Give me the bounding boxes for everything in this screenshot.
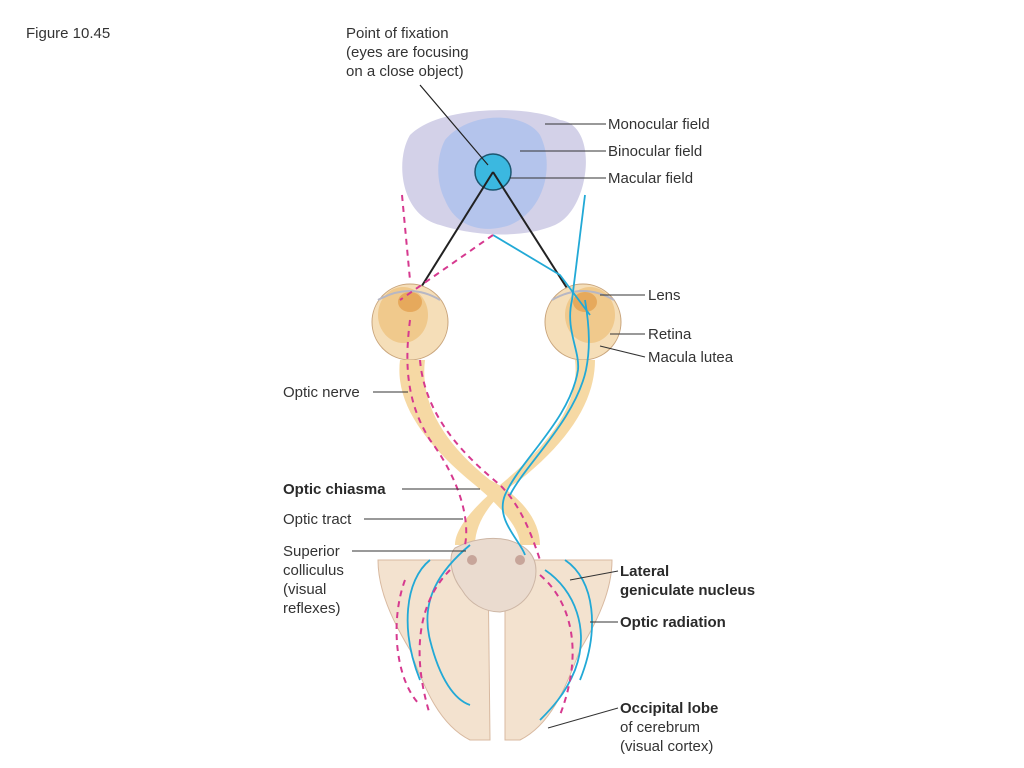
optic-nerve-label: Optic nerve	[283, 384, 360, 401]
occipital-lobe-label-1: Occipital lobe	[620, 700, 719, 717]
monocular-field-label: Monocular field	[608, 116, 710, 133]
optic-tract-label: Optic tract	[283, 511, 352, 528]
binocular-field-label: Binocular field	[608, 143, 703, 160]
fixation-label-1: Point of fixation	[346, 25, 449, 42]
optic-chiasma-label: Optic chiasma	[283, 481, 386, 498]
lens-label: Lens	[648, 287, 681, 304]
optic-nerve-left	[399, 360, 540, 545]
superior-colliculus-label-3: (visual	[283, 581, 327, 598]
lgn-label-2: geniculate nucleus	[620, 582, 756, 599]
lgn-label-1: Lateral	[620, 563, 670, 580]
fixation-label-2: (eyes are focusing	[346, 44, 469, 61]
optic-nerve-right	[455, 360, 595, 545]
occipital-lobe-label-3: (visual cortex)	[620, 738, 714, 755]
superior-colliculus-label-2: colliculus	[283, 562, 344, 579]
occipital-lobe-label-2: of cerebrum	[620, 719, 701, 736]
fixation-label-3: on a close object)	[346, 63, 464, 80]
macula-lutea-label: Macula lutea	[648, 349, 734, 366]
optic-radiation-label: Optic radiation	[620, 614, 726, 631]
superior-colliculus-label-1: Superior	[283, 543, 340, 560]
retina-label: Retina	[648, 326, 692, 343]
macular-field-label: Macular field	[608, 170, 694, 187]
superior-colliculus-label-4: reflexes)	[283, 600, 341, 617]
figure-label: Figure 10.45	[26, 25, 111, 42]
